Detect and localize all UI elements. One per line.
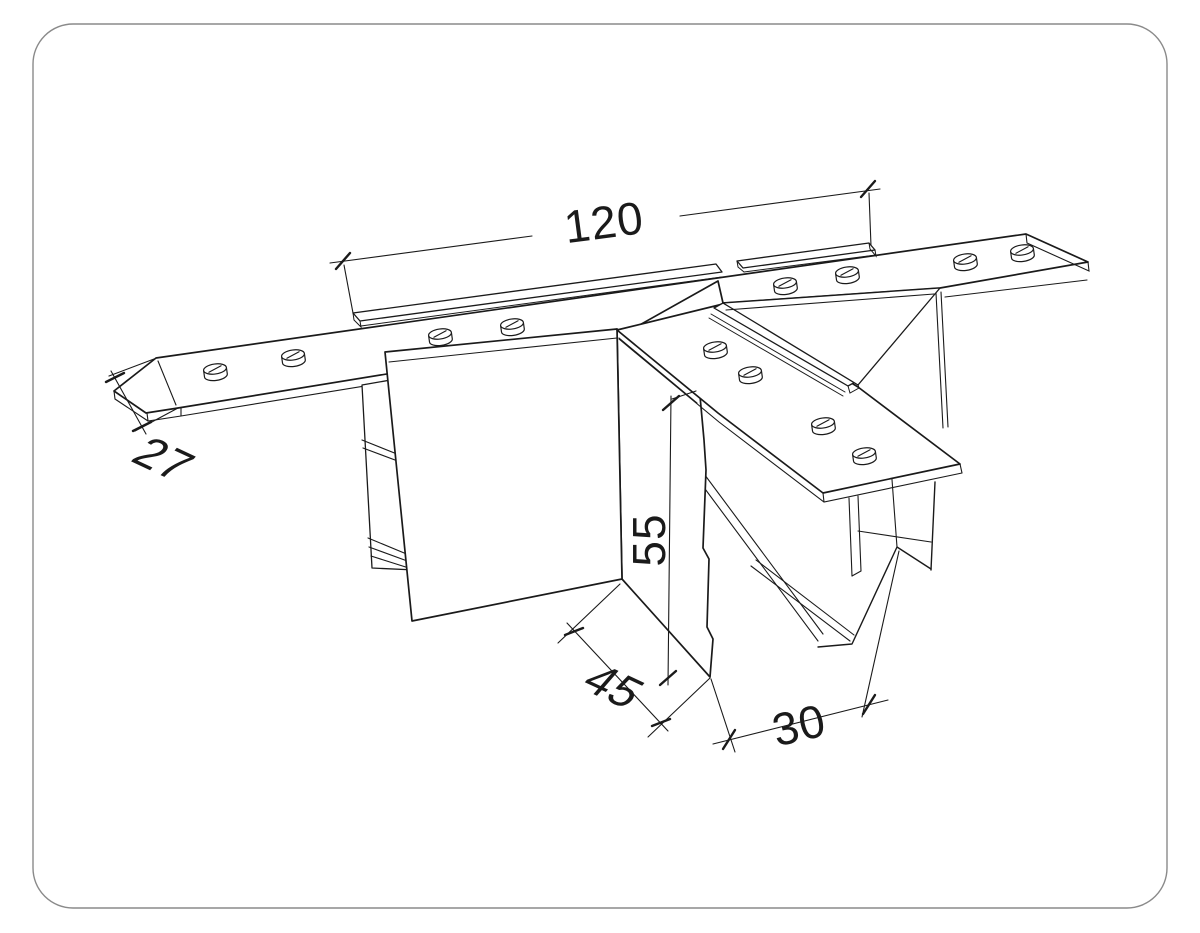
dimension-length: 120 [329, 179, 881, 314]
screw-boss [499, 318, 525, 337]
screw-boss [702, 341, 728, 360]
dim-label-branch-depth: 45 [572, 655, 655, 717]
branch-channel-profile [687, 291, 958, 648]
dim-label-height: 55 [623, 513, 675, 566]
screw-boss [851, 447, 877, 466]
screw-boss [772, 277, 798, 296]
center-fin [616, 328, 714, 678]
screw-boss [952, 253, 978, 272]
screw-boss [1009, 244, 1035, 263]
dim-label-end-width: 27 [122, 428, 205, 490]
dim-label-length: 120 [561, 191, 647, 253]
dimension-height: 55 [623, 390, 697, 687]
screw-boss [834, 266, 860, 285]
top-rail-strip [352, 242, 877, 329]
screw-boss [810, 417, 836, 436]
screw-boss [427, 328, 453, 347]
screw-bosses [202, 244, 1035, 466]
screw-boss [280, 349, 306, 368]
dim-label-profile-width: 30 [767, 694, 831, 757]
front-wall-panel [384, 328, 623, 622]
page-border [32, 23, 1168, 909]
screw-boss [737, 366, 763, 385]
screw-boss [202, 363, 228, 382]
gusset-plate [722, 287, 941, 386]
dimension-profile-width: 30 [710, 550, 900, 757]
